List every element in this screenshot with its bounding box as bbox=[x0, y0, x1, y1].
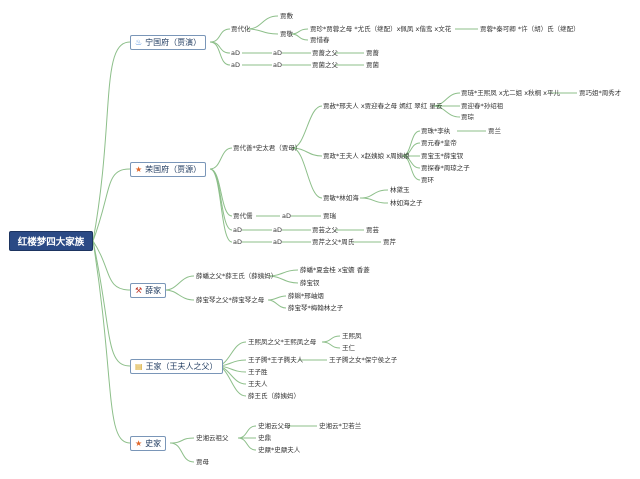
node-wang-zisheng[interactable]: 王子胜 bbox=[248, 368, 268, 376]
tools-icon: ⚒ bbox=[135, 285, 143, 295]
node-jia-tanchun[interactable]: 贾探春*周琼之子 bbox=[421, 164, 470, 172]
node-ad[interactable]: aD bbox=[273, 238, 282, 246]
node-ad[interactable]: aD bbox=[231, 61, 240, 69]
branch-shi[interactable]: ★ 史家 bbox=[130, 436, 167, 451]
node-xue-baoqin[interactable]: 薛宝琴*梅翰林之子 bbox=[288, 304, 344, 312]
node-jia-min[interactable]: 贾敏*林如海 bbox=[323, 194, 359, 202]
node-xue-baoqin-father[interactable]: 薛宝琴之父*薛宝琴之母 bbox=[196, 296, 265, 304]
star-icon: ★ bbox=[135, 164, 143, 174]
node-jia-huan[interactable]: 贾环 bbox=[421, 176, 434, 184]
node-jia-yun[interactable]: 贾芸 bbox=[366, 226, 379, 234]
node-ad[interactable]: aD bbox=[273, 49, 282, 57]
node-wang-ren[interactable]: 王仁 bbox=[342, 344, 355, 352]
node-xue-ke[interactable]: 薛蝌*邢岫烟 bbox=[288, 292, 324, 300]
note-icon: ▤ bbox=[135, 361, 143, 371]
node-ad[interactable]: aD bbox=[273, 61, 282, 69]
node-shi-nai[interactable]: 史鼐*史鼐夫人 bbox=[258, 446, 301, 454]
branch-label: 史家 bbox=[145, 439, 162, 448]
node-jia-qiang-father[interactable]: 贾蔷之父 bbox=[312, 49, 338, 57]
node-shi-xiangyun-parents[interactable]: 史湘云父母 bbox=[258, 422, 291, 430]
branch-label: 荣国府（贾源） bbox=[145, 165, 202, 174]
node-jia-baoyu[interactable]: 贾宝玉*薛宝钗 bbox=[421, 152, 464, 160]
node-grandmother-jia[interactable]: 贾母 bbox=[196, 458, 209, 466]
mind-map-root[interactable]: 红楼梦四大家族 bbox=[9, 231, 93, 251]
node-jia-daihua[interactable]: 贾代化 bbox=[231, 25, 251, 33]
node-jia-qin-father[interactable]: 贾芹之父*周氏 bbox=[312, 238, 355, 246]
node-jia-jun[interactable]: 贾菌 bbox=[366, 61, 379, 69]
node-jia-daishan[interactable]: 贾代善*史太君（贾母） bbox=[233, 144, 302, 152]
node-aunt-xue[interactable]: 薛王氏（薛姨妈） bbox=[248, 392, 300, 400]
node-jia-dairu[interactable]: 贾代儒 bbox=[233, 212, 253, 220]
node-jia-lian[interactable]: 贾琏*王熙凤 x尤二姐 x秋桐 x平儿 bbox=[461, 89, 560, 97]
fire-icon: ♨ bbox=[135, 37, 143, 47]
node-jia-yun-father[interactable]: 贾芸之父 bbox=[312, 226, 338, 234]
node-wang-ziteng[interactable]: 王子腾*王子腾夫人 bbox=[248, 356, 304, 364]
node-ad[interactable]: aD bbox=[231, 49, 240, 57]
node-shi-ding[interactable]: 史鼎 bbox=[258, 434, 271, 442]
branch-label: 宁国府（贾演） bbox=[145, 38, 202, 47]
branch-rongguo[interactable]: ★ 荣国府（贾源） bbox=[130, 162, 207, 177]
branch-label: 王家（王夫人之父） bbox=[145, 362, 218, 371]
branch-xue[interactable]: ⚒ 薛家 bbox=[130, 283, 167, 298]
node-jia-xichun[interactable]: 贾惜春 bbox=[310, 36, 330, 44]
node-ad[interactable]: aD bbox=[233, 226, 242, 234]
node-ad[interactable]: aD bbox=[282, 212, 291, 220]
branch-wang[interactable]: ▤ 王家（王夫人之父） bbox=[130, 359, 223, 374]
node-jia-qin[interactable]: 贾芹 bbox=[383, 238, 396, 246]
node-jia-zhen[interactable]: 贾珍*贾蓉之母 *尤氏（继配）x佩凤 x偕鸾 x文花 bbox=[310, 25, 452, 33]
node-jia-rong[interactable]: 贾蓉*秦可卿 *许（胡）氏（继配） bbox=[480, 25, 580, 33]
node-shi-xiangyun-grandfather[interactable]: 史湘云祖父 bbox=[196, 434, 229, 442]
node-ad[interactable]: aD bbox=[233, 238, 242, 246]
node-xue-baochai[interactable]: 薛宝钗 bbox=[300, 279, 320, 287]
node-jia-yuanchun[interactable]: 贾元春*皇帝 bbox=[421, 139, 457, 147]
star-icon: ★ bbox=[135, 438, 143, 448]
node-jia-jun-father[interactable]: 贾菌之父 bbox=[312, 61, 338, 69]
branch-label: 薛家 bbox=[145, 286, 162, 295]
node-shi-xiangyun[interactable]: 史湘云*卫若兰 bbox=[319, 422, 362, 430]
node-jia-she[interactable]: 贾赦*邢夫人 x贾迎春之母 嫣红 翠红 星云 bbox=[323, 102, 443, 110]
node-jia-qiaojie[interactable]: 贾巧姐*周秀才 bbox=[579, 89, 622, 97]
node-jia-jing[interactable]: 贾敬 bbox=[280, 30, 293, 38]
node-jia-qiang[interactable]: 贾蔷 bbox=[366, 49, 379, 57]
node-jia-cong[interactable]: 贾琮 bbox=[461, 113, 474, 121]
branch-ningguo[interactable]: ♨ 宁国府（贾演） bbox=[130, 35, 207, 50]
node-xue-pan[interactable]: 薛蟠*夏金桂 x宝蟾 香菱 bbox=[300, 266, 370, 274]
node-jia-zheng[interactable]: 贾政*王夫人 x赵姨娘 x周姨娘 bbox=[323, 152, 410, 160]
node-wang-xifeng-father[interactable]: 王熙凤之父*王熙凤之母 bbox=[248, 338, 317, 346]
node-wang-ziteng-daughter[interactable]: 王子腾之女*保宁侯之子 bbox=[329, 356, 398, 364]
node-jia-zhu[interactable]: 贾珠*李纨 bbox=[421, 127, 451, 135]
node-wang-xifeng[interactable]: 王熙凤 bbox=[342, 332, 362, 340]
node-xue-pan-father[interactable]: 薛蟠之父*薛王氏（薛姨妈） bbox=[196, 272, 278, 280]
node-lin-daiyu[interactable]: 林黛玉 bbox=[390, 186, 410, 194]
node-jia-rui[interactable]: 贾瑞 bbox=[323, 212, 336, 220]
node-jia-fu[interactable]: 贾敷 bbox=[280, 12, 293, 20]
node-lady-wang[interactable]: 王夫人 bbox=[248, 380, 268, 388]
node-jia-lan[interactable]: 贾兰 bbox=[488, 127, 501, 135]
node-ad[interactable]: aD bbox=[273, 226, 282, 234]
node-lin-ruhai-son[interactable]: 林如海之子 bbox=[390, 199, 423, 207]
node-jia-yingchun[interactable]: 贾迎春*孙绍祖 bbox=[461, 102, 504, 110]
